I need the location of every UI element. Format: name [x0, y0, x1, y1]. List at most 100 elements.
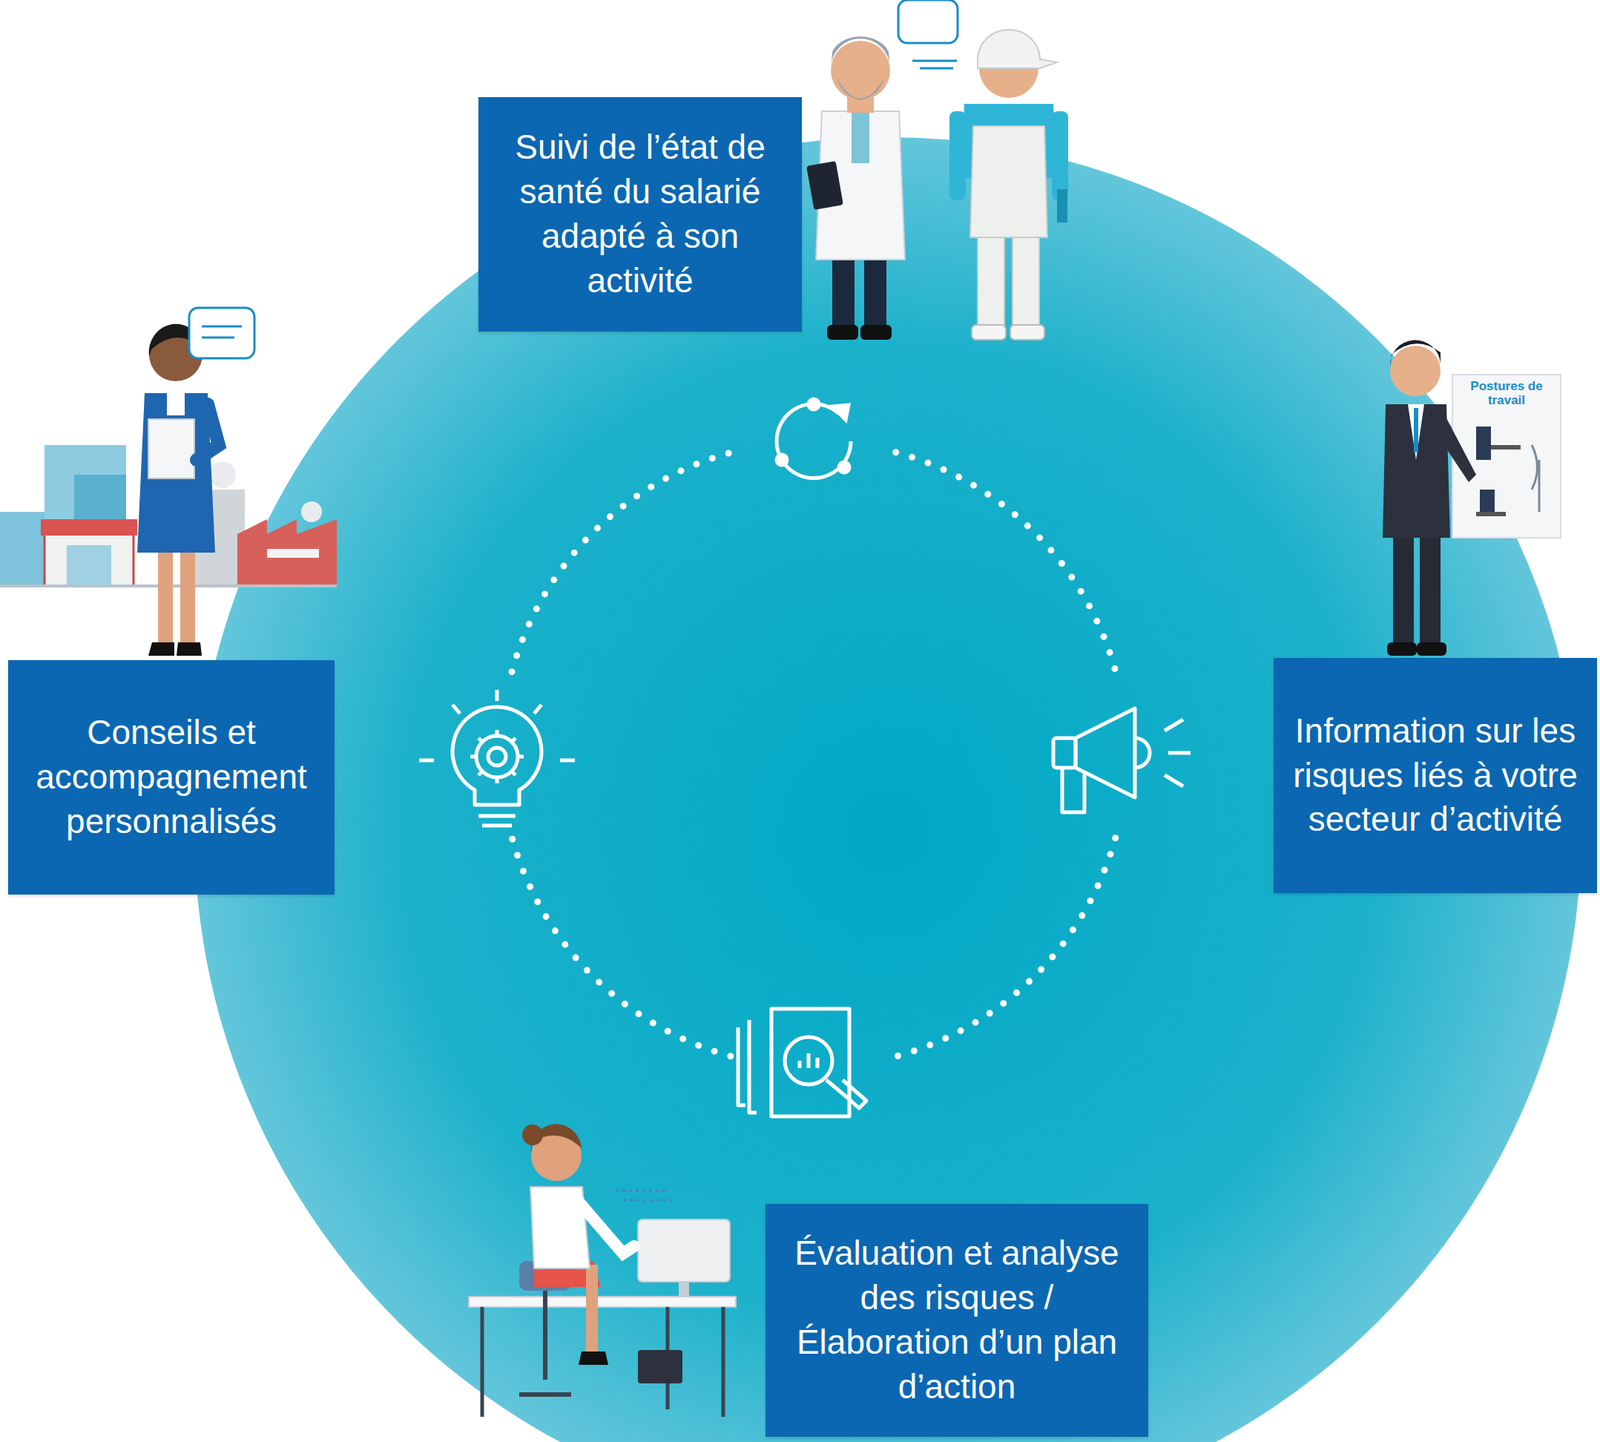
presenter-figure	[1452, 374, 1561, 538]
presenter-figure	[1439, 415, 1477, 483]
ring-dot	[542, 913, 550, 920]
ring-dot	[525, 620, 533, 628]
ring-dot	[894, 1052, 902, 1060]
cycle-icon	[776, 404, 851, 479]
presenter-figure	[1393, 534, 1414, 646]
ring-dot	[1100, 633, 1107, 641]
ring-dot	[519, 636, 526, 644]
ring-dot	[1078, 912, 1086, 920]
city-buildings	[209, 461, 236, 489]
ring-dot	[514, 851, 521, 859]
ring-dot	[955, 473, 963, 481]
ring-dot	[621, 1000, 629, 1008]
idea-icon	[419, 689, 575, 761]
ring-dot	[508, 835, 516, 843]
advisor-figure	[137, 307, 255, 656]
ring-dot	[649, 1019, 657, 1027]
ring-dot	[560, 563, 567, 570]
ring-dot	[1093, 617, 1101, 625]
ring-dot	[1047, 546, 1055, 554]
ring-dot	[942, 1034, 949, 1042]
presenter-figure	[1416, 642, 1447, 656]
ring-dot	[692, 460, 700, 468]
idea-icon	[470, 729, 524, 784]
city-buildings	[66, 545, 112, 586]
ring-dot	[709, 454, 716, 462]
worker-figure	[1057, 189, 1068, 223]
box-text: Conseils et accompagnement personnalisés	[21, 710, 322, 844]
ring-dot	[583, 967, 591, 974]
cycle-icon	[776, 454, 788, 466]
cycle-icon	[808, 399, 819, 410]
doctor-figure	[851, 111, 870, 164]
ring-dot	[561, 941, 569, 948]
city-buildings	[237, 519, 337, 586]
ring-dot	[647, 483, 655, 491]
analyst-figure	[522, 1124, 543, 1146]
ring-dot	[534, 898, 541, 905]
analyst-figure	[468, 1123, 736, 1417]
worker-figure	[949, 29, 1069, 340]
ring-dot	[1111, 665, 1118, 673]
ring-dot	[1086, 897, 1094, 905]
advisor-figure	[148, 642, 175, 656]
idea-icon	[419, 689, 575, 826]
doctor-figure	[898, 0, 958, 44]
ring-dot	[924, 459, 931, 467]
analysis-icon	[738, 1027, 746, 1106]
ring-dot	[892, 448, 900, 456]
worker-figure	[949, 111, 966, 201]
service-box: Évaluation et analyse des risques / Élab…	[765, 1203, 1149, 1437]
cycle-icon	[776, 399, 851, 479]
ring-dot	[1106, 649, 1114, 656]
ring-dot	[971, 1019, 979, 1026]
ring-dot	[551, 927, 559, 934]
presenter-figure	[1479, 489, 1495, 516]
city-buildings	[40, 519, 138, 536]
ring-dot	[608, 990, 615, 997]
ring-dot	[677, 467, 684, 474]
cycle-icon	[832, 405, 849, 420]
analyst-figure	[578, 1201, 635, 1254]
ring-dot	[1058, 560, 1066, 567]
cycle-icon	[838, 462, 850, 473]
presenter-figure	[1390, 345, 1441, 397]
service-box: Information sur les risques liés à votre…	[1273, 657, 1598, 894]
megaphone-icon	[1062, 767, 1085, 813]
presenter-figure	[1531, 445, 1540, 512]
city-buildings	[267, 548, 319, 558]
ring-dot	[1111, 834, 1119, 842]
worker-figure	[1051, 111, 1069, 201]
city-buildings	[301, 501, 322, 523]
advisor-figure	[176, 642, 202, 656]
ring-dot	[1068, 573, 1075, 581]
ring-dot	[1085, 602, 1093, 609]
ring-dot	[572, 954, 580, 962]
ring-dot	[957, 1027, 965, 1035]
analyst-figure	[637, 1219, 730, 1282]
advisor-figure	[180, 541, 196, 646]
presenter-figure	[1407, 404, 1425, 460]
analyst-figure	[585, 1264, 598, 1354]
box-text: Information sur les risques liés à votre…	[1286, 709, 1584, 842]
analyst-figure	[578, 1351, 609, 1365]
ring-dot	[1025, 978, 1033, 986]
city-buildings	[0, 511, 45, 586]
analysis-icon	[771, 1008, 850, 1117]
service-box: Conseils et accompagnement personnalisés	[8, 660, 335, 895]
analyst-figure	[678, 1281, 690, 1297]
ring-dot	[571, 549, 578, 557]
box-text: Évaluation et analyse des risques / Élab…	[778, 1231, 1135, 1409]
ring-dot	[1101, 867, 1109, 874]
ring-dot	[970, 482, 977, 489]
ring-dot	[1011, 511, 1019, 518]
analysis-icon	[799, 1053, 818, 1069]
analysis-icon	[826, 1080, 867, 1109]
ring-dot	[926, 1041, 934, 1049]
presenter-figure	[1413, 407, 1419, 453]
idea-icon	[478, 815, 516, 826]
ring-dot	[533, 605, 541, 612]
analyst-figure	[615, 1190, 672, 1201]
ring-dot	[606, 513, 614, 520]
